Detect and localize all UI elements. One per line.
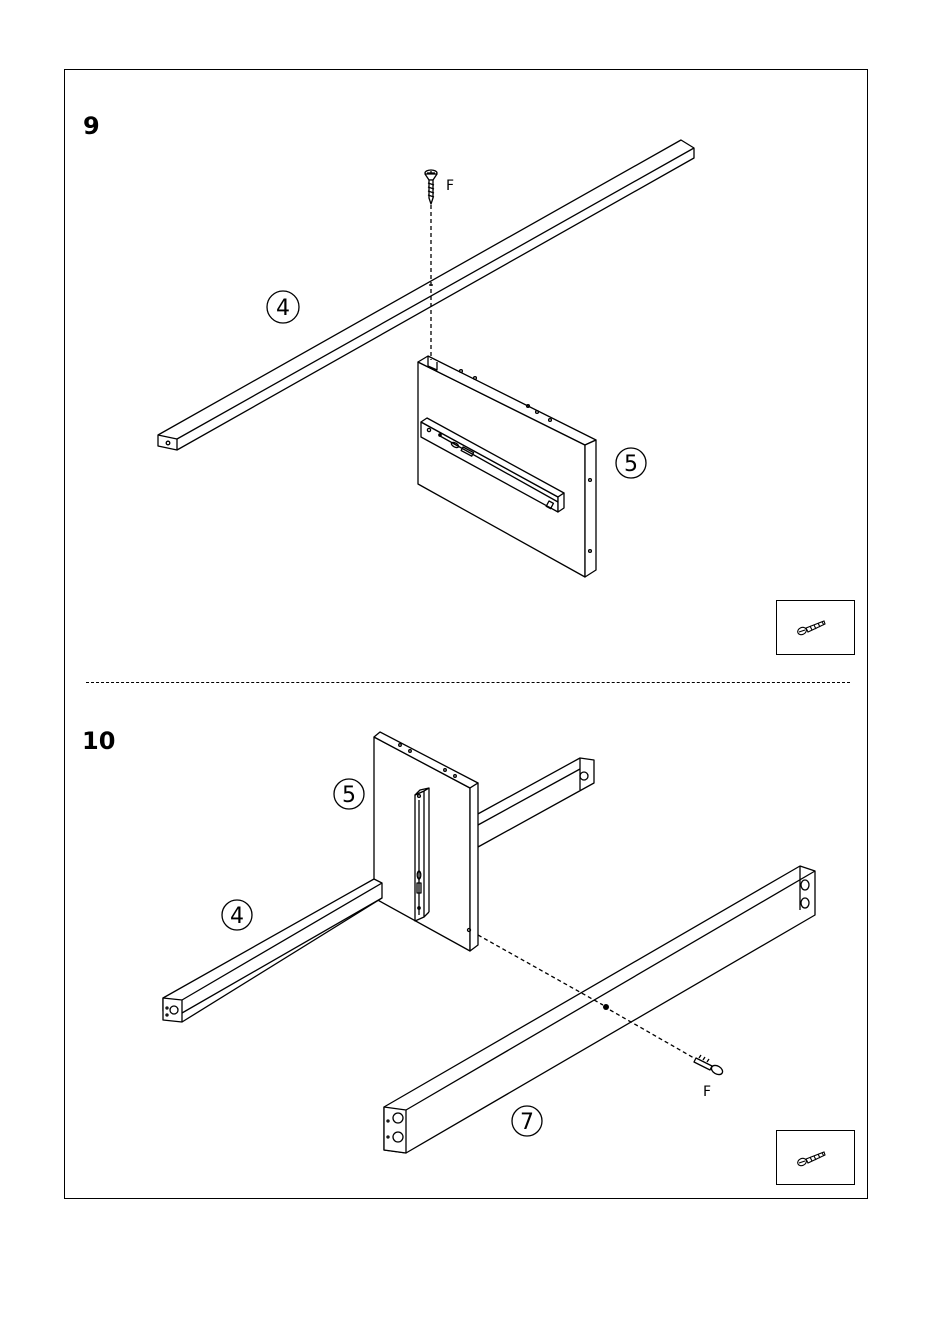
step10-rail-4 (163, 879, 382, 1022)
step10-hardware-box (776, 1130, 855, 1185)
step10-callout-4: 4 (222, 900, 252, 930)
step9-part-5-label: 5 (624, 452, 638, 477)
step9-hardware-box (776, 600, 855, 655)
step9-callout-4: 4 (267, 291, 299, 323)
step10-panel-5 (374, 732, 594, 951)
step10-screw-label: F (703, 1084, 711, 1100)
step10-part-4-label: 4 (230, 904, 244, 929)
step9-panel-5 (418, 356, 596, 577)
step9-screw-f (425, 170, 437, 360)
screw-icon (777, 1131, 856, 1186)
screw-icon (777, 601, 856, 656)
step9-part-4-label: 4 (276, 296, 290, 321)
step10-callout-5: 5 (334, 779, 364, 809)
step10-callout-7: 7 (512, 1106, 542, 1136)
step9-screw-label: F (446, 178, 454, 194)
step9-callout-5: 5 (616, 448, 646, 478)
step10-part-7-label: 7 (520, 1110, 534, 1135)
step10-part-5-label: 5 (342, 783, 356, 808)
